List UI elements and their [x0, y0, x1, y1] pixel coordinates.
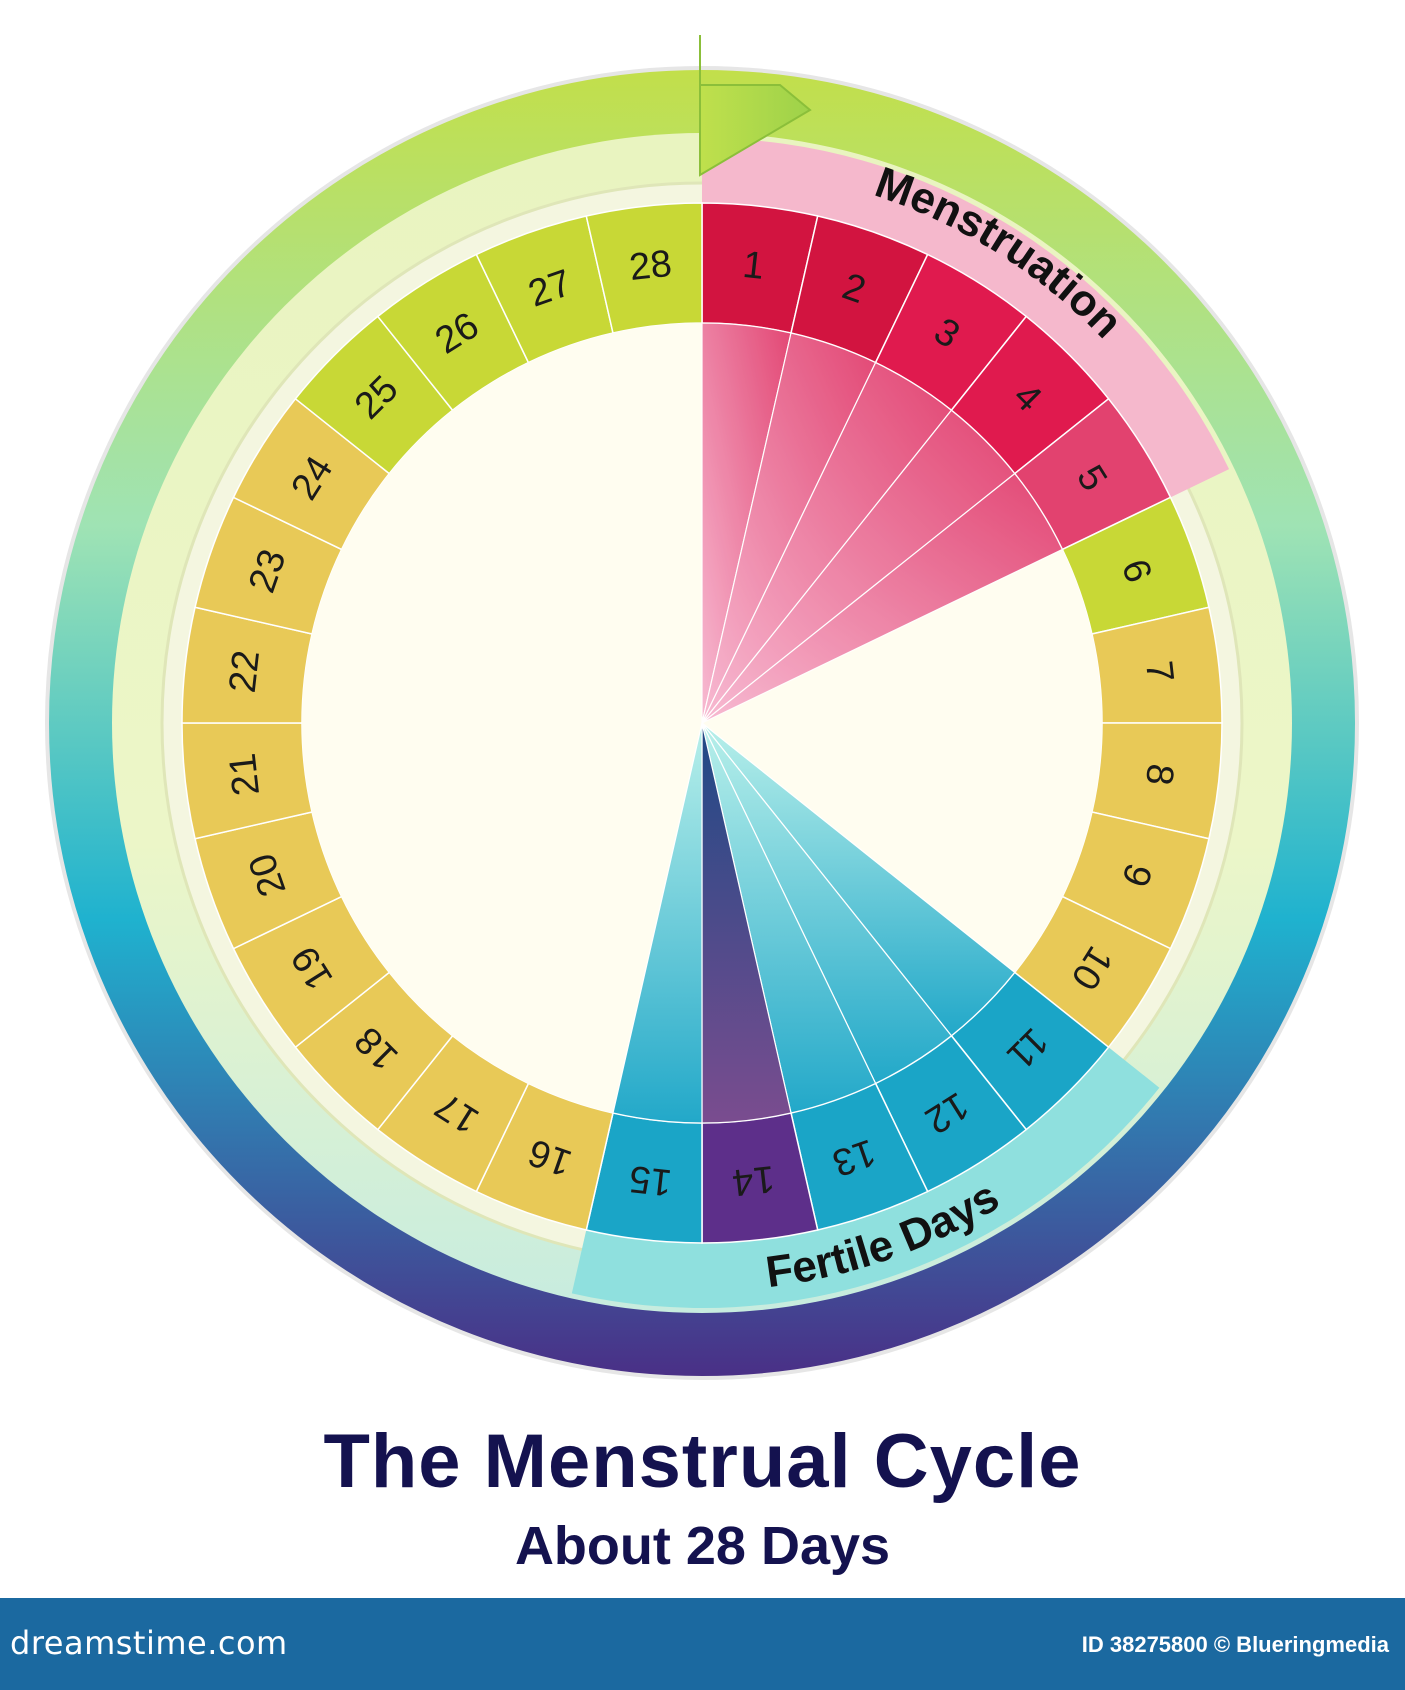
footer-bar: dreamstime.com ID 38275800 © Blueringmed…: [0, 1598, 1405, 1690]
menstruation-wedge: [701, 472, 1064, 724]
diagram-subtitle: About 28 Days: [514, 1516, 891, 1576]
day-label: 7: [1137, 659, 1181, 685]
day-label: 14: [730, 1157, 777, 1203]
day-label: 22: [222, 648, 268, 695]
footer-brand: dreamstime.com: [10, 1624, 288, 1662]
cycle-arrow-icon: [699, 35, 812, 177]
day-label: 28: [627, 243, 674, 289]
day-label: 8: [1137, 762, 1181, 788]
menstruation-arc: [702, 138, 1230, 498]
day-label: 1: [741, 244, 767, 288]
fertile-wedge: [612, 722, 703, 1124]
day-label: 15: [627, 1157, 674, 1203]
diagram-title: The Menstrual Cycle: [323, 1419, 1082, 1504]
day-label: 21: [222, 751, 268, 798]
footer-image-id: ID 38275800 © Blueringmedia: [1081, 1632, 1389, 1657]
